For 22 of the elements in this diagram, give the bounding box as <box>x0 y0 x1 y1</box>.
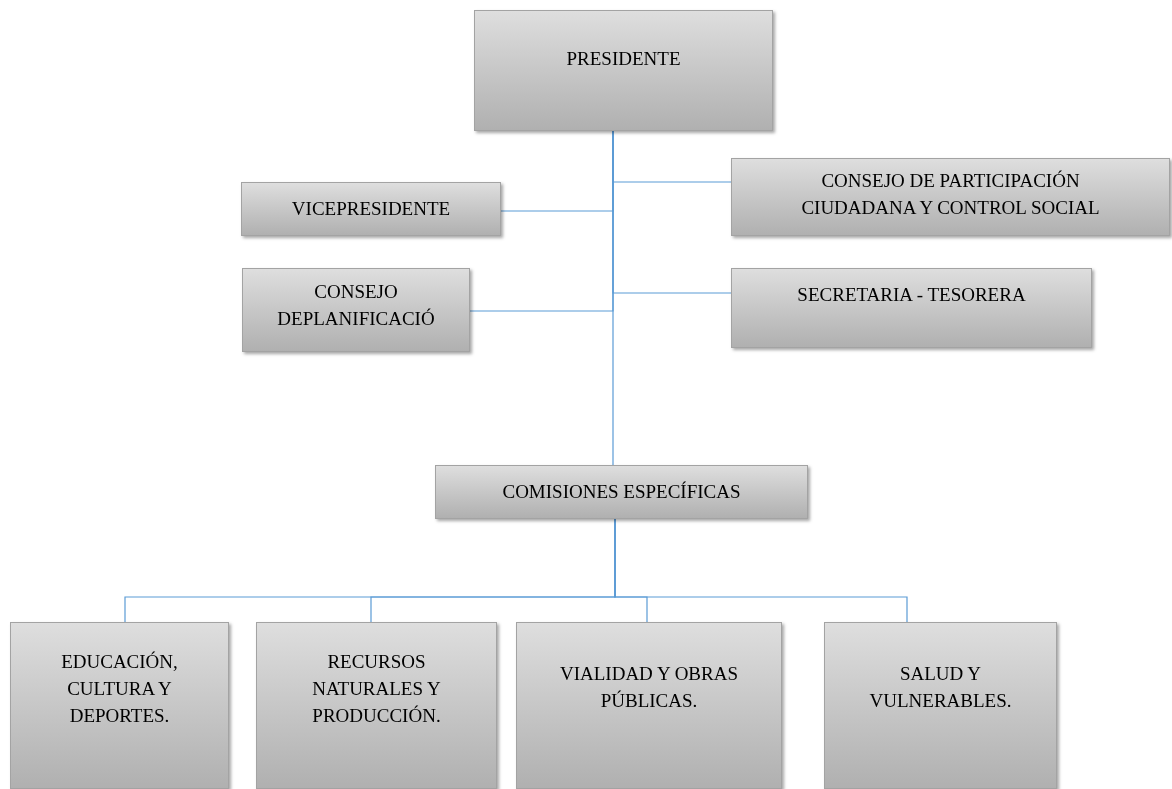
org-box <box>241 182 501 236</box>
box-label: CONSEJO DE PARTICIPACIÓN CIUDADANA Y CONTROL SOCIAL <box>800 169 1101 220</box>
box-label: SALUD Y VULNERABLES. <box>868 662 1013 713</box>
box-label: CONSEJO DEPLANIFICACIÓ <box>276 280 436 331</box>
org-box <box>474 10 773 131</box>
org-box <box>242 268 470 352</box>
org-box <box>516 622 782 789</box>
connector-line <box>614 518 908 623</box>
connector-line <box>612 130 614 466</box>
box-label: VIALIDAD Y OBRAS PÚBLICAS. <box>558 662 739 713</box>
org-box <box>10 622 229 789</box>
org-box <box>435 465 808 519</box>
box-label: SECRETARIA - TESORERA <box>797 283 1026 307</box>
box-label: PRESIDENTE <box>566 47 681 71</box>
box-label: COMISIONES ESPECÍFICAS <box>502 480 741 504</box>
org-box <box>256 622 497 789</box>
box-label: RECURSOS NATURALES Y PRODUCCIÓN. <box>311 650 442 728</box>
org-box <box>731 158 1170 236</box>
org-box <box>824 622 1057 789</box>
box-label: VICEPRESIDENTE <box>291 197 451 221</box>
box-label: EDUCACIÓN, CULTURA Y DEPORTES. <box>60 650 179 728</box>
org-box <box>731 268 1092 348</box>
